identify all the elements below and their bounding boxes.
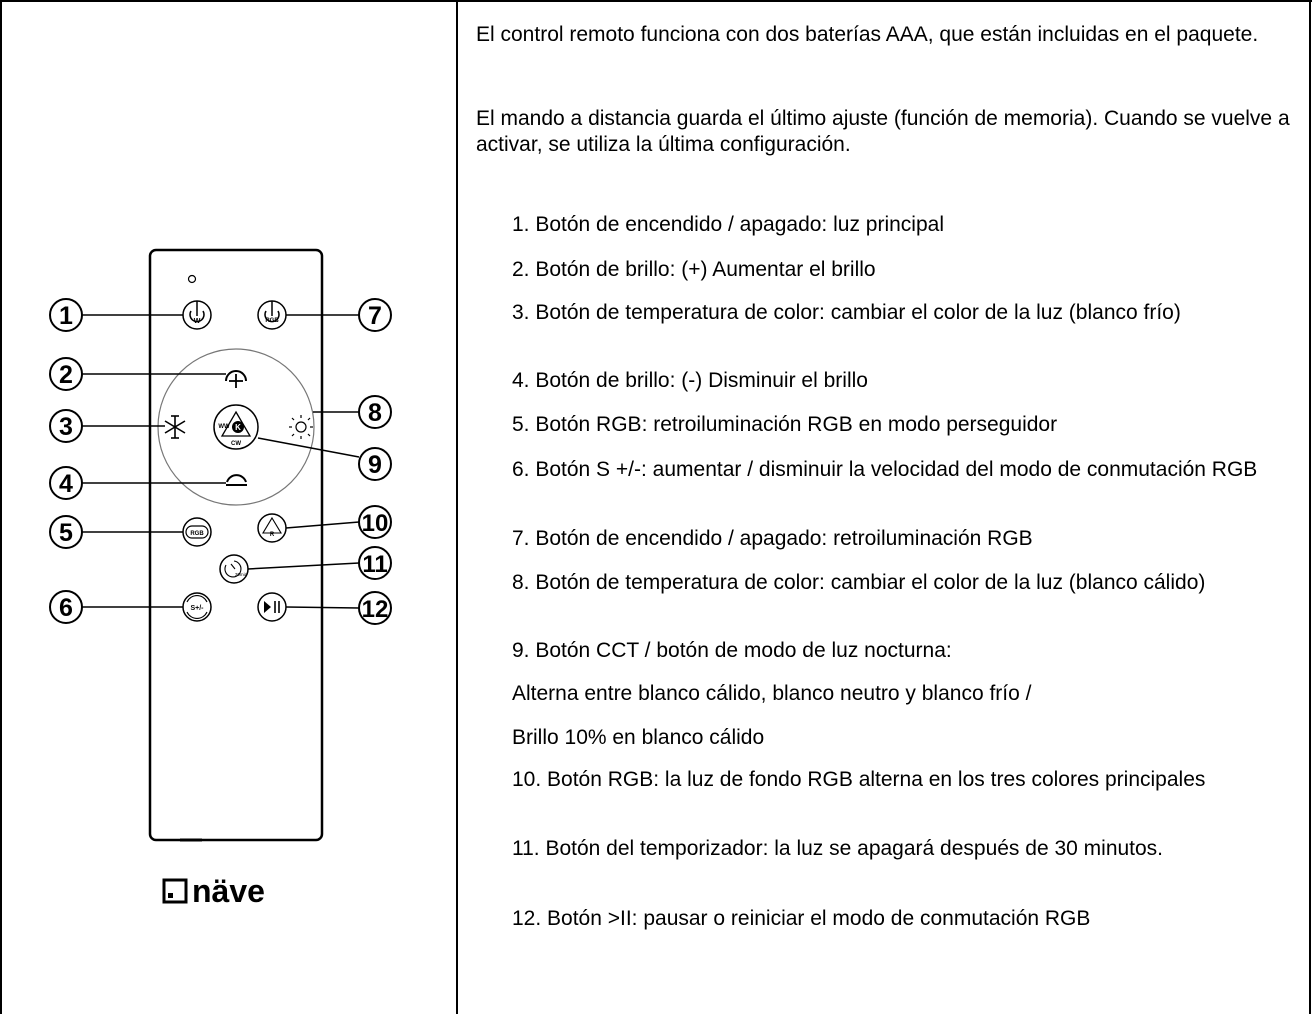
callout-12: 12 — [358, 591, 392, 625]
callout-3: 3 — [49, 409, 83, 443]
svg-text:5: 5 — [59, 519, 73, 547]
table-column-divider — [456, 0, 458, 1014]
callout-2: 2 — [49, 357, 83, 391]
cct-button: K WW CW — [213, 404, 259, 450]
cct-left-label: WW — [218, 424, 230, 430]
rgb-chase-button: RGB — [182, 517, 212, 547]
list-item: 12. Botón >II: pausar o reiniciar el mod… — [512, 907, 1091, 930]
list-item: 7. Botón de encendido / apagado: retroil… — [512, 527, 1033, 550]
callout-9: 9 — [358, 447, 392, 481]
brand-logo-square-icon — [162, 878, 188, 904]
svg-text:9: 9 — [368, 451, 382, 479]
svg-text:2: 2 — [59, 361, 73, 389]
callout-7: 7 — [358, 298, 392, 332]
list-item: Alterna entre blanco cálido, blanco neut… — [512, 682, 1032, 705]
svg-text:10: 10 — [362, 510, 389, 537]
callout-8: 8 — [358, 395, 392, 429]
svg-text:8: 8 — [368, 399, 382, 427]
list-item: 9. Botón CCT / botón de modo de luz noct… — [512, 639, 952, 662]
brightness-up-icon — [225, 370, 247, 388]
timer-label: 30min — [235, 572, 248, 577]
list-item: 4. Botón de brillo: (-) Disminuir el bri… — [512, 369, 868, 392]
list-item: 6. Botón S +/-: aumentar / disminuir la … — [512, 458, 1258, 481]
power-main-label: W — [194, 318, 201, 325]
power-rgb-button: RGB — [257, 300, 287, 330]
remote-body — [148, 248, 324, 842]
description-cell: El control remoto funciona con dos bater… — [458, 2, 1309, 1014]
table-border-right — [1309, 0, 1311, 1014]
speed-label: S+/- — [190, 605, 204, 612]
brand-logo: näve — [162, 873, 265, 909]
intro-memory: El mando a distancia guarda el último aj… — [476, 107, 1290, 156]
callout-4: 4 — [49, 466, 83, 500]
callout-5: 5 — [49, 515, 83, 549]
list-item: 8. Botón de temperatura de color: cambia… — [512, 571, 1206, 594]
led-indicator-icon — [187, 274, 197, 284]
list-item: 2. Botón de brillo: (+) Aumentar el bril… — [512, 258, 876, 281]
list-item: 11. Botón del temporizador: la luz se ap… — [512, 837, 1164, 860]
callout-10: 10 — [358, 505, 392, 539]
brand-logo-text: näve — [192, 873, 265, 909]
callout-6: 6 — [49, 590, 83, 624]
rgb-cycle-label: R — [270, 532, 275, 538]
svg-text:12: 12 — [362, 596, 389, 623]
list-item: 3. Botón de temperatura de color: cambia… — [512, 301, 1181, 324]
power-rgb-label: RGB — [265, 318, 279, 324]
svg-text:7: 7 — [368, 302, 382, 330]
sun-icon — [289, 415, 313, 439]
table-border-top — [0, 0, 1312, 2]
play-pause-button — [257, 592, 287, 622]
callout-lines — [82, 314, 360, 609]
rgb-chase-label: RGB — [190, 531, 204, 537]
svg-text:11: 11 — [362, 551, 387, 578]
cct-bottom-label: CW — [231, 441, 241, 447]
cct-center-label: K — [235, 423, 241, 432]
table-border-left — [0, 0, 2, 1014]
callout-11: 11 — [358, 546, 392, 580]
snowflake-icon — [164, 415, 186, 439]
power-main-button: W — [182, 300, 212, 330]
remote-diagram: W RGB — [49, 248, 392, 909]
list-item: 1. Botón de encendido / apagado: luz pri… — [512, 213, 944, 236]
list-item: 5. Botón RGB: retroiluminación RGB en mo… — [512, 413, 1058, 436]
rgb-cycle-button: R — [257, 513, 287, 543]
remote-diagram-cell: W RGB — [2, 2, 456, 1014]
brightness-down-icon — [226, 474, 247, 486]
list-item: 10. Botón RGB: la luz de fondo RGB alter… — [512, 768, 1206, 791]
svg-text:3: 3 — [59, 413, 73, 441]
svg-text:1: 1 — [59, 302, 73, 330]
list-item: Brillo 10% en blanco cálido — [512, 726, 765, 749]
speed-button: S+/- — [182, 592, 212, 622]
intro-batteries: El control remoto funciona con dos bater… — [476, 23, 1259, 46]
timer-button: 30min — [219, 554, 249, 584]
svg-text:6: 6 — [59, 594, 73, 622]
svg-text:4: 4 — [59, 470, 73, 498]
callout-1: 1 — [49, 298, 83, 332]
